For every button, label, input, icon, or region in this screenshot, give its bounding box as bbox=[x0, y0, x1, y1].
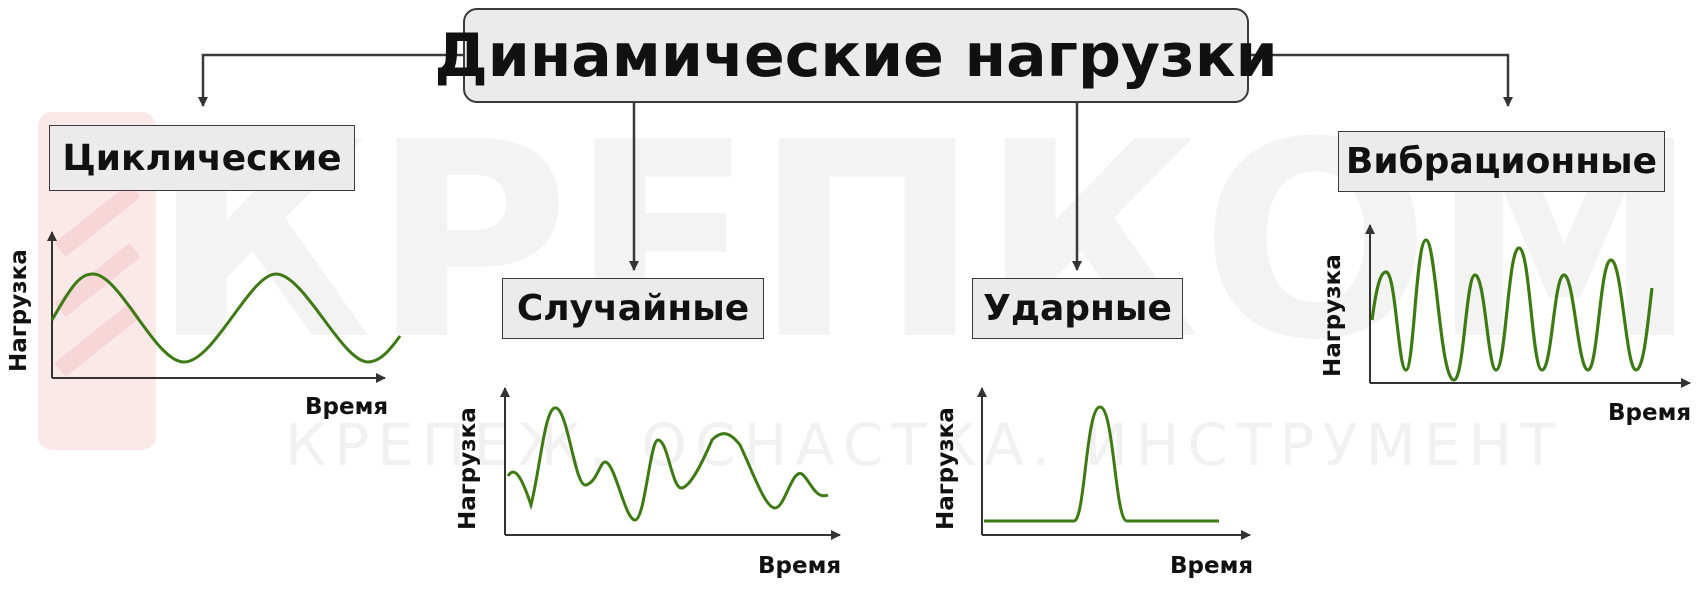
curve-cyclic bbox=[50, 272, 402, 364]
ylabel-random: Нагрузка bbox=[455, 407, 481, 530]
category-label-cyclic: Циклические bbox=[62, 137, 342, 179]
watermark-tagline: КРЕПЕЖ. ОСНАСТКА. ИНСТРУМЕНТ bbox=[285, 411, 1563, 479]
xlabel-impact: Время bbox=[1170, 553, 1254, 579]
curve-random bbox=[506, 406, 829, 522]
chart-random bbox=[500, 387, 841, 540]
ylabel-cyclic: Нагрузка bbox=[6, 249, 32, 372]
category-label-impact: Ударные bbox=[983, 288, 1172, 329]
chart-vibration bbox=[1365, 224, 1691, 388]
curve-impact bbox=[984, 405, 1219, 523]
category-box-random: Случайные bbox=[502, 278, 764, 339]
chart-cyclic bbox=[47, 231, 402, 383]
category-box-impact: Ударные bbox=[972, 278, 1183, 339]
main-title: Динамические нагрузки bbox=[434, 20, 1278, 91]
ylabel-impact: Нагрузка bbox=[933, 407, 959, 530]
xlabel-cyclic: Время bbox=[305, 394, 389, 420]
category-box-cyclic: Циклические bbox=[49, 125, 355, 191]
chart-impact bbox=[977, 387, 1251, 540]
connector-cyclic bbox=[198, 53, 463, 107]
xlabel-random: Время bbox=[758, 553, 842, 579]
ylabel-vibration: Нагрузка bbox=[1320, 254, 1346, 377]
main-title-box: Динамические нагрузки bbox=[434, 8, 1278, 103]
category-box-vibration: Вибрационные bbox=[1338, 131, 1665, 192]
connectors bbox=[198, 53, 1513, 271]
category-label-random: Случайные bbox=[516, 288, 750, 329]
watermark-logo-stripes bbox=[54, 182, 141, 378]
curve-vibration bbox=[1370, 238, 1654, 382]
connector-vibration bbox=[1249, 53, 1513, 107]
category-label-vibration: Вибрационные bbox=[1345, 141, 1658, 182]
xlabel-vibration: Время bbox=[1608, 400, 1692, 426]
